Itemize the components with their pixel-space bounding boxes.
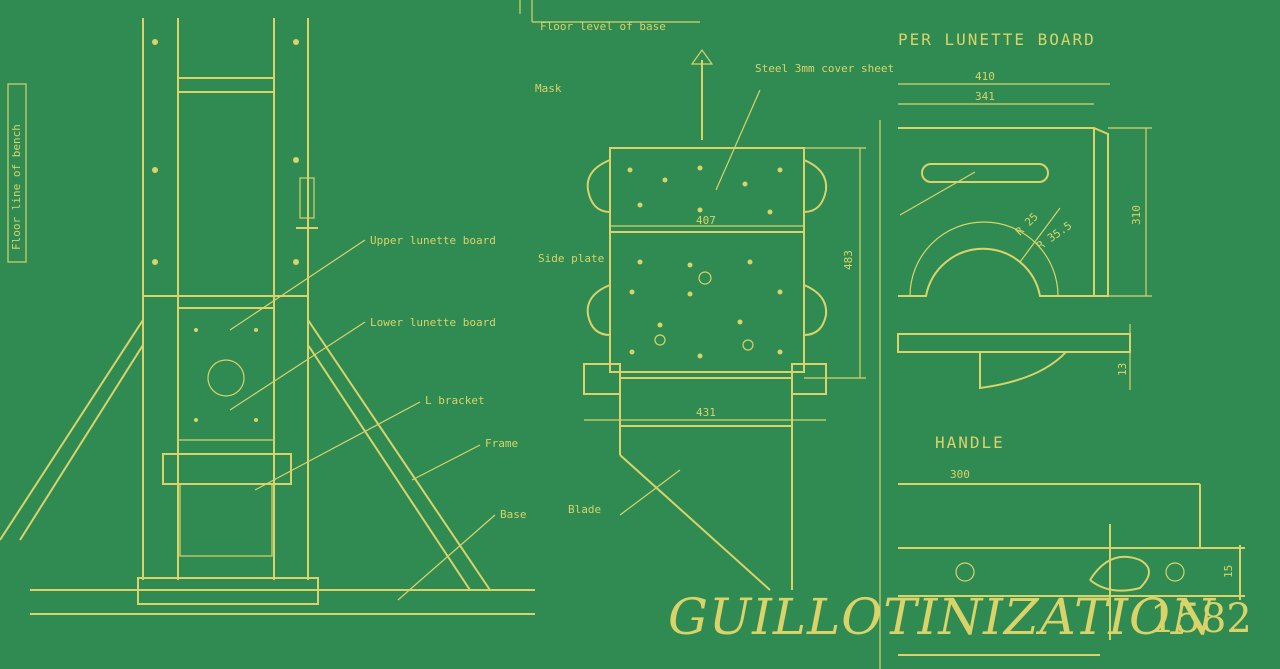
upper-board-label: Upper lunette board xyxy=(370,234,496,247)
dim-407: 407 xyxy=(696,214,716,227)
frame-label: Frame xyxy=(485,437,518,450)
dim-310: 310 xyxy=(1130,205,1143,225)
right-details xyxy=(879,83,1245,669)
dim-341: 341 xyxy=(975,90,995,103)
top-note-label: Floor level of base xyxy=(540,20,666,33)
dim-483: 483 xyxy=(842,250,855,270)
blueprint-year: 1582 xyxy=(1150,596,1252,642)
dim-410: 410 xyxy=(975,70,995,83)
bracket-label: L bracket xyxy=(425,394,485,407)
dim-15: 15 xyxy=(1222,565,1235,578)
handle-heading: HANDLE xyxy=(935,433,1005,452)
dim-431: 431 xyxy=(696,406,716,419)
mask-label: Mask xyxy=(535,82,562,95)
dim-300: 300 xyxy=(950,468,970,481)
guillotine-frame xyxy=(0,0,700,615)
blade-label: Blade xyxy=(568,503,601,516)
dim-r25: R 25 xyxy=(1013,210,1041,238)
base-label: Base xyxy=(500,508,527,521)
side-note-label: Floor line of bench xyxy=(10,124,23,250)
lunette-heading: PER LUNETTE BOARD xyxy=(898,30,1096,49)
lunette-detail xyxy=(583,48,866,591)
dim-r35: R 35.5 xyxy=(1034,219,1074,252)
lower-board-label: Lower lunette board xyxy=(370,316,496,329)
steel-cover-label: Steel 3mm cover sheet xyxy=(755,62,894,75)
side-plate-label: Side plate xyxy=(538,252,604,265)
left-leaders xyxy=(229,239,496,601)
blueprint-title: GUILLOTINIZATION xyxy=(668,588,1216,646)
dim-13: 13 xyxy=(1116,363,1129,376)
